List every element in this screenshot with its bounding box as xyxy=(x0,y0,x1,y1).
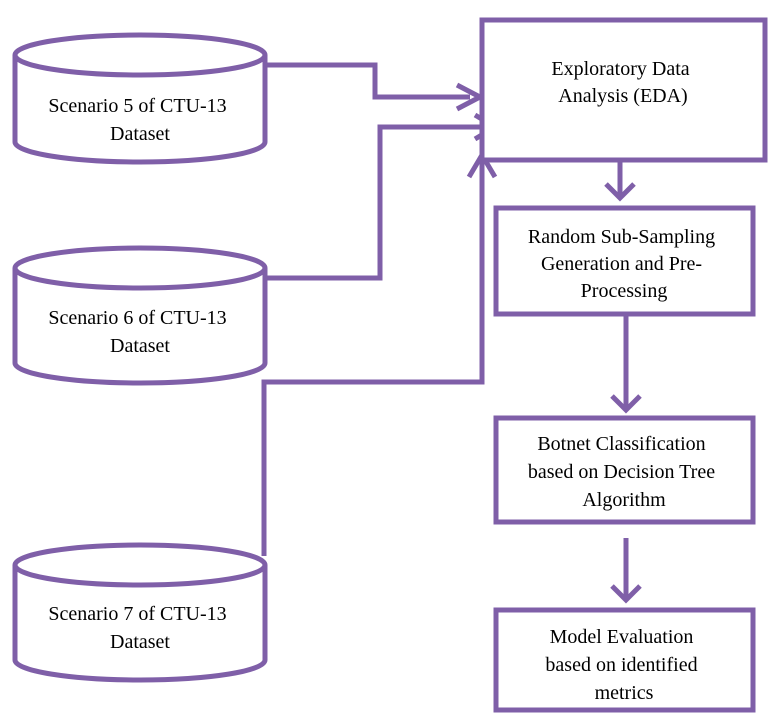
step-label-sampling: Random Sub-Sampling Generation and Pre- … xyxy=(528,226,720,302)
dataset-label-scenario6: Scenario 6 of CTU-13 Dataset xyxy=(48,307,231,357)
step-label-eda: Exploratory Data Analysis (EDA) xyxy=(551,58,694,107)
dataset-label-line: Scenario 6 of CTU-13 xyxy=(48,307,226,329)
connector-scenario6-to-eda xyxy=(264,124,488,281)
step-label-line: Exploratory Data xyxy=(551,58,689,80)
dataset-label-line: Scenario 7 of CTU-13 xyxy=(48,603,226,625)
arrowhead-evaluation xyxy=(610,584,642,604)
dataset-label-line: Dataset xyxy=(110,631,170,653)
dataset-cylinder-scenario6 xyxy=(12,245,268,386)
step-label-line: Generation and Pre- xyxy=(541,253,702,275)
step-label-line: Model Evaluation xyxy=(550,626,694,648)
step-label-line: Random Sub-Sampling xyxy=(528,226,715,248)
step-box-sampling xyxy=(493,205,756,317)
dataset-label-scenario5: Scenario 5 of CTU-13 Dataset xyxy=(48,95,231,145)
step-label-line: Botnet Classification xyxy=(537,433,705,455)
connector-scenario5-to-eda xyxy=(264,62,470,100)
step-label-evaluation: Model Evaluation based on identified met… xyxy=(545,626,702,704)
step-label-classification: Botnet Classification based on Decision … xyxy=(528,433,720,511)
step-label-line: metrics xyxy=(595,682,654,704)
step-box-eda xyxy=(479,17,768,163)
step-label-line: Algorithm xyxy=(582,489,666,511)
step-label-line: Processing xyxy=(581,280,668,302)
step-label-line: Analysis (EDA) xyxy=(558,85,687,107)
step-label-line: based on Decision Tree xyxy=(528,461,715,483)
dataset-label-line: Dataset xyxy=(110,335,170,357)
dataset-cylinder-scenario5 xyxy=(12,32,268,165)
step-label-line: based on identified xyxy=(545,654,697,676)
step-box-evaluation xyxy=(493,607,756,713)
arrowhead-classification xyxy=(610,394,642,414)
dataset-label-scenario7: Scenario 7 of CTU-13 Dataset xyxy=(48,603,231,653)
dataset-label-line: Scenario 5 of CTU-13 xyxy=(48,95,226,117)
arrowhead-sampling xyxy=(604,182,636,202)
dataset-cylinder-scenario7 xyxy=(12,542,268,683)
dataset-label-line: Dataset xyxy=(110,123,170,145)
step-box-classification xyxy=(493,415,756,525)
connector-scenario7-to-eda xyxy=(261,162,485,556)
